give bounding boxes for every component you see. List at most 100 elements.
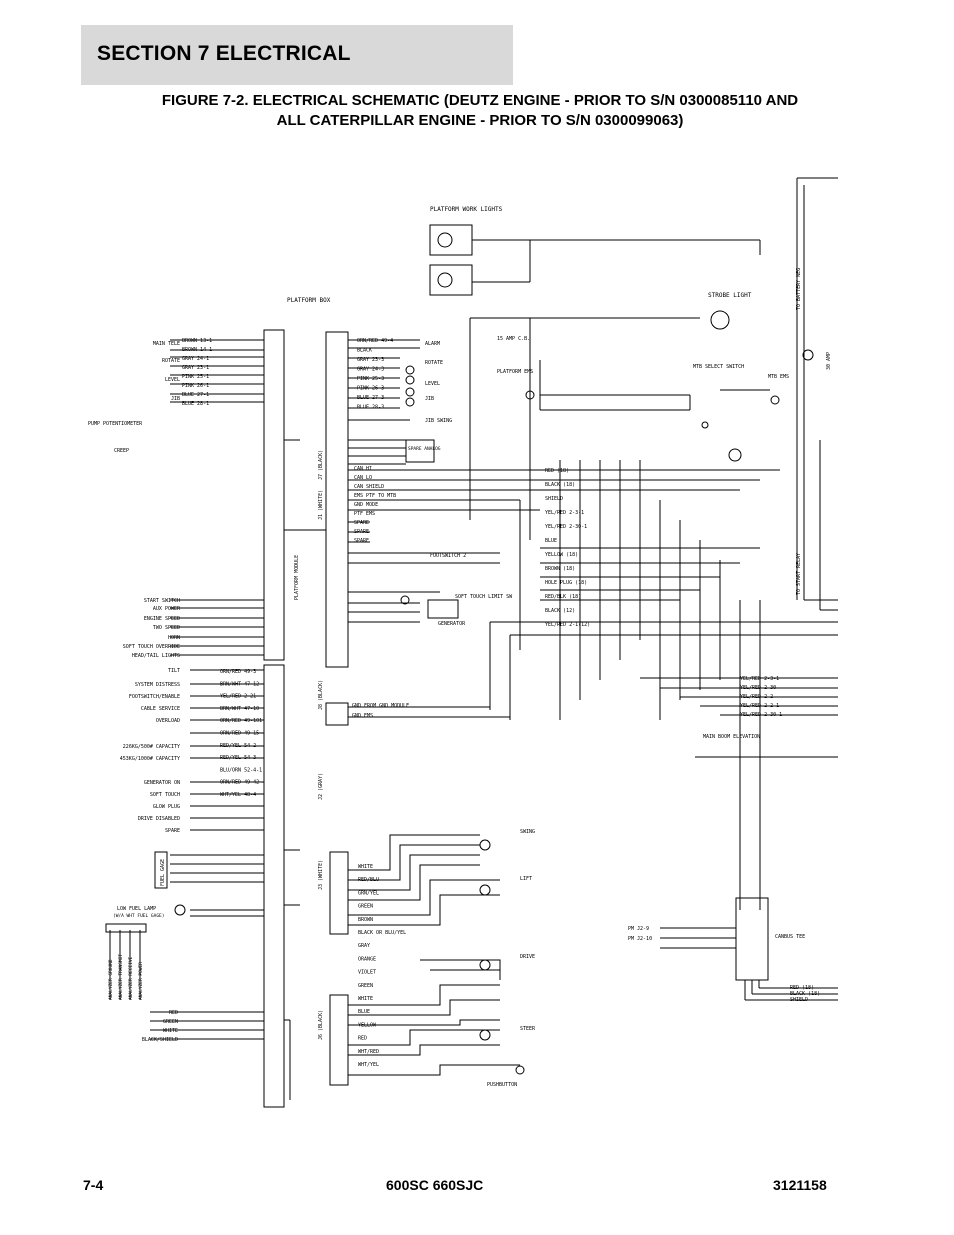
label-to-battery-neg: TO BATTERY NEG <box>796 268 802 310</box>
controller-wire-label: ORANGE <box>358 956 376 962</box>
controller-wire-label: VIOLET <box>358 970 376 976</box>
label-platform-module: PLATFORM MODULE <box>294 555 300 600</box>
pm-label: PM J2-9 <box>628 926 649 932</box>
j1-wire-label: GRAY 24-1 <box>182 356 209 362</box>
bus-wire-label: BLUE <box>545 538 557 544</box>
left-label: CABLE SERVICE <box>141 706 180 712</box>
connector-label: J2 (GRAY) <box>318 773 324 800</box>
left-label: DRIVE DISABLED <box>138 816 180 822</box>
j2-wire-label: BRN/WHT 47-10 <box>220 706 259 712</box>
right-wire-label: YEL/RED 2-2 <box>740 694 773 700</box>
gnd-label: GND FROM GND MODULE <box>352 703 409 709</box>
left-label: ROTATE <box>162 358 180 364</box>
left-label: MAIN TELE <box>153 341 180 347</box>
misc-label: GND MODE <box>354 502 378 508</box>
j1-right-wire-label: BLUE 28-3 <box>357 405 384 411</box>
connector-label: J3 (WHITE) <box>318 860 324 890</box>
left-label: SOFT TOUCH OVERRIDE <box>123 644 180 650</box>
left-label: GENERATOR ON <box>144 780 180 786</box>
controller-wire-label: GRN/YEL <box>358 890 379 896</box>
label-platform-box: PLATFORM BOX <box>287 297 331 304</box>
j2-wire-label: WHT/YEL 48-4 <box>220 792 256 798</box>
footer-page-number: 7-4 <box>83 1177 104 1193</box>
j2-wire-label: RED/YEL 54-2 <box>220 743 256 749</box>
figure-title-line-1: FIGURE 7-2. ELECTRICAL SCHEMATIC (DEUTZ … <box>161 92 799 109</box>
misc-label: PTF EMS <box>354 511 375 517</box>
controller-wire-label: RED <box>358 1036 367 1042</box>
j1-right-wire-label: GRAY 24-3 <box>357 367 384 373</box>
canbus-wire-label: BLACK (18) <box>790 991 820 997</box>
left-label: JIB <box>171 396 180 402</box>
footer-model: 600SC 660SJC <box>386 1177 484 1193</box>
analyzer-wire-label: WHITE <box>163 1028 178 1034</box>
gnd-label: GND EMS <box>352 713 373 719</box>
section-header-bar <box>81 25 513 85</box>
figure-title-line-2: ALL CATERPILLAR ENGINE - PRIOR TO S/N 03… <box>276 112 684 129</box>
label-mtb-ems: MTB EMS <box>768 374 789 380</box>
j2-wire-label: RED/YEL 54-3 <box>220 755 256 761</box>
left-label: LEVEL <box>165 377 180 383</box>
label-platform-ems: PLATFORM EMS <box>497 369 533 375</box>
label-pump-potentiometer: PUMP POTENTIOMETER <box>88 421 143 427</box>
right-wire-label: YEL/RED 2-30-1 <box>740 712 782 718</box>
controller-wire-label: GREEN <box>358 904 373 910</box>
bus-wire-label: YEL/RED 2-3-1 <box>545 510 584 516</box>
controller-wire-label: WHT/RED <box>358 1049 379 1055</box>
j1-right-wire-label: PINK 26-3 <box>357 386 384 392</box>
label-mtb-select-switch: MTB SELECT SWITCH <box>693 364 744 370</box>
controller-wire-label: GRAY <box>358 943 370 949</box>
switch-label: JIB SWING <box>425 418 452 424</box>
misc-label: SPARE <box>354 538 369 544</box>
j2-wire-label: ORN/RED 49-42 <box>220 780 259 786</box>
controller-wire-label: WHITE <box>358 996 373 1002</box>
schematic-components <box>174 232 814 1075</box>
label-spare-analog: SPARE ANALOG <box>408 446 441 452</box>
label-low-fuel-sub: (W/A WHT FUEL GAGE) <box>113 913 164 919</box>
controller-wire-label: YELLOW <box>358 1022 377 1028</box>
controller-wire-label: GREEN <box>358 983 373 989</box>
label-creep: CREEP <box>114 448 129 454</box>
left-label: 453KG/1000# CAPACITY <box>120 756 180 762</box>
label-circuit-breaker: 15 AMP C.B. <box>497 336 530 342</box>
bus-wire-label: SHIELD <box>545 496 563 502</box>
misc-label: CAN LO <box>354 475 372 481</box>
left-label: HEAD/TAIL LIGHTS <box>132 653 180 659</box>
misc-label: EMS PTF TO MTB <box>354 493 396 499</box>
left-label: GLOW PLUG <box>153 804 180 810</box>
bus-wire-label: HOLE PLUG (18) <box>545 580 587 586</box>
left-label: SPARE <box>165 828 180 834</box>
j2-wire-label: BLU/ORN 52-4-1 <box>220 767 262 773</box>
right-wire-label: YEL/RED 2-2-1 <box>740 703 779 709</box>
canbus-wire-label: RED (18) <box>790 985 814 991</box>
section-title: SECTION 7 ELECTRICAL <box>97 42 351 65</box>
misc-label: CAN HI <box>354 466 372 472</box>
label-main-boom-elevation: MAIN BOOM ELEVATION <box>703 734 760 740</box>
connector-label: J6 (BLACK) <box>318 1010 324 1040</box>
connector-label: J8 (BLACK) <box>318 680 324 710</box>
misc-label: SPARE <box>354 520 369 526</box>
label-soft-touch: SOFT TOUCH LIMIT SW <box>455 594 513 600</box>
label-fuel-gage: FUEL GAGE <box>160 859 166 886</box>
left-label: START SWITCH <box>144 598 180 604</box>
label-fuse-30-amp: 30 AMP <box>826 352 832 370</box>
misc-label: SPARE <box>354 529 369 535</box>
j1-right-wire-label: BLACK <box>357 348 372 354</box>
j2-wire-label: ORN/RED 49-101 <box>220 718 262 724</box>
analyzer-label: ANALYZER GROUND <box>108 959 114 1000</box>
controller-wire-label: WHITE <box>358 864 373 870</box>
right-wire-label: YEL/RED 2-30 <box>740 685 776 691</box>
j1-right-wire-label: BLUE 27-3 <box>357 395 384 401</box>
bus-wire-label: RED/BLK (18) <box>545 594 581 600</box>
controller-wire-label: RED/BLU <box>358 877 379 883</box>
misc-label: CAN SHIELD <box>354 484 384 490</box>
label-to-start-relay: TO START RELAY <box>796 553 802 595</box>
analyzer-wire-label: RED <box>169 1010 178 1016</box>
label-footswitch: FOOTSWITCH 2 <box>430 553 466 559</box>
label-work-lights: PLATFORM WORK LIGHTS <box>430 206 503 213</box>
controller-label: SWING <box>520 829 535 835</box>
switch-label: ROTATE <box>425 360 443 366</box>
schematic-static-wiring <box>105 177 838 1108</box>
footer-doc-number: 3121158 <box>773 1177 827 1193</box>
j1-wire-label: PINK 25-1 <box>182 374 209 380</box>
right-wire-label: YEL/RED 2-3-1 <box>740 676 779 682</box>
